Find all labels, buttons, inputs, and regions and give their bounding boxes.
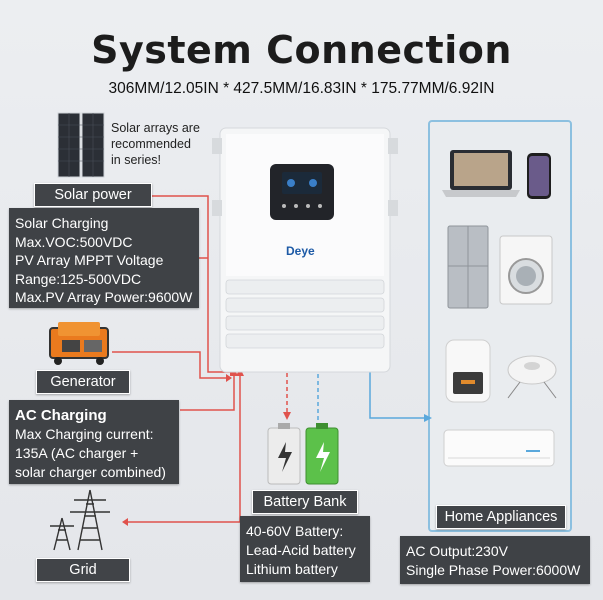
ac-charging-heading: AC Charging bbox=[15, 407, 107, 424]
page-title: System Connection bbox=[91, 28, 512, 72]
robot-vacuum-icon bbox=[507, 355, 557, 399]
refrigerator-icon bbox=[447, 225, 489, 309]
solar-note: Solar arrays are recommended in series! bbox=[111, 121, 200, 167]
appliances-specs-box: AC Output:230V Single Phase Power:6000W bbox=[400, 536, 590, 584]
generator-label: Generator bbox=[36, 370, 130, 394]
battery-specs-box: 40-60V Battery: Lead-Acid battery Lithiu… bbox=[240, 516, 370, 582]
grid-label: Grid bbox=[36, 558, 130, 582]
dimensions-text: 306MM/12.05IN * 427.5MM/16.83IN * 175.77… bbox=[108, 80, 495, 97]
solar-power-label: Solar power bbox=[34, 183, 152, 207]
battery-icons bbox=[267, 423, 339, 485]
solar-panel-icon bbox=[57, 112, 105, 178]
phone-icon bbox=[527, 153, 551, 199]
grid-tower-icon bbox=[50, 489, 110, 551]
generator-icon bbox=[49, 322, 109, 365]
air-fryer-icon bbox=[445, 339, 491, 403]
laptop-icon bbox=[442, 150, 520, 197]
inverter-device bbox=[212, 127, 398, 373]
home-appliances-label: Home Appliances bbox=[436, 505, 566, 529]
air-conditioner-icon bbox=[443, 429, 555, 467]
brand-logo: Deye bbox=[286, 244, 315, 258]
solar-specs-box: Solar Charging Max.VOC:500VDC PV Array M… bbox=[9, 208, 199, 308]
battery-bank-label: Battery Bank bbox=[252, 490, 358, 514]
ac-charging-box: AC Charging Max Charging current: 135A (… bbox=[9, 400, 179, 484]
washing-machine-icon bbox=[499, 235, 553, 305]
